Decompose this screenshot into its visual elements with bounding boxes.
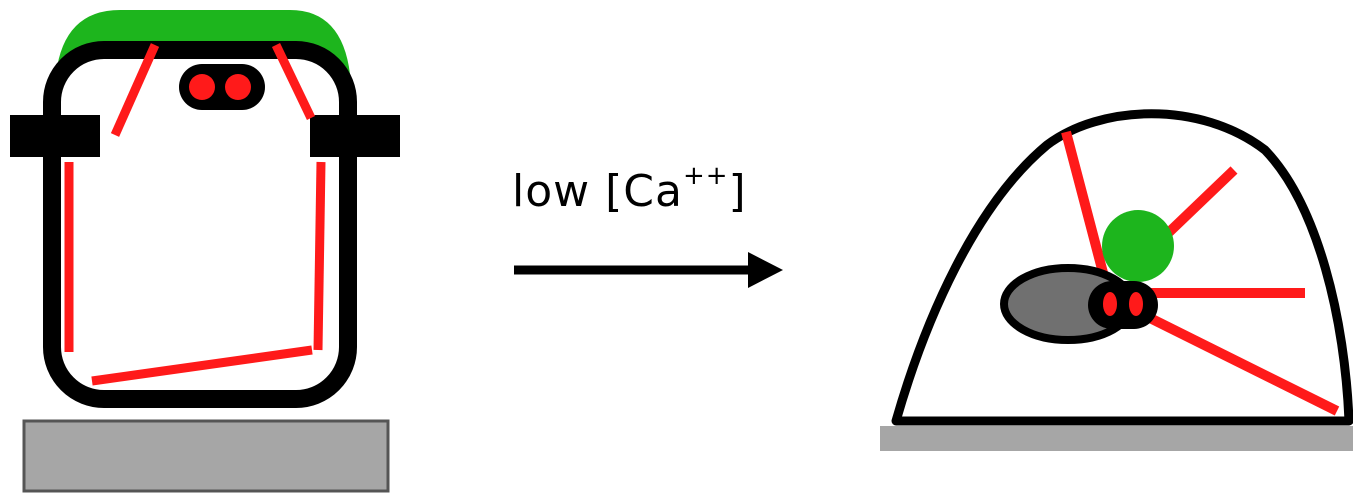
left-cell [10, 10, 400, 491]
right-centriole [1129, 292, 1143, 316]
left-centriole [189, 74, 215, 100]
right-centrosome-outline [1088, 281, 1158, 329]
left-substrate [24, 421, 388, 491]
transition-arrow [514, 252, 783, 288]
left-nucleus-pair [179, 64, 265, 110]
right-substrate [880, 426, 1353, 451]
arrow-head [748, 252, 783, 288]
label-suffix: ] [729, 166, 747, 217]
low-calcium-label: low [Ca++] [512, 166, 747, 217]
label-prefix: low [Ca [512, 166, 683, 217]
fiber [318, 162, 321, 350]
left-junction-right [310, 115, 400, 157]
right-apical-cap [1102, 210, 1174, 282]
left-centriole [225, 74, 251, 100]
left-junction-left [10, 115, 100, 157]
label-superscript: ++ [683, 161, 729, 191]
right-cell [880, 114, 1353, 451]
right-centriole [1103, 292, 1117, 316]
right-nucleus-pair [1088, 281, 1158, 329]
